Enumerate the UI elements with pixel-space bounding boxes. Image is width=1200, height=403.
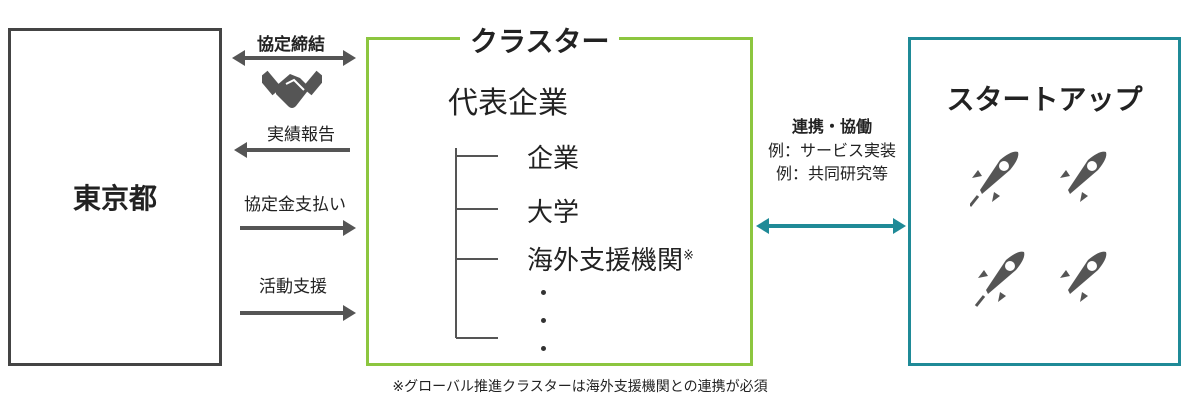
ellipsis-dot <box>541 318 546 323</box>
tokyo-box: 東京都 <box>8 28 222 366</box>
tree-branch <box>456 258 498 260</box>
member-overseas-support: 海外支援機関※ <box>527 246 694 276</box>
cluster-title: クラスター <box>460 20 620 60</box>
rocket-icon <box>1060 251 1107 302</box>
member-company: 企業 <box>527 144 580 174</box>
rocket-icon <box>1060 151 1107 202</box>
footnote: ※グローバル推進クラスターは海外支援機関との連携が必須 <box>392 379 768 395</box>
ellipsis-dot <box>541 290 546 295</box>
payment-arrow <box>240 220 356 236</box>
support-label: 活動支援 <box>259 277 327 297</box>
handshake-icon <box>262 70 322 108</box>
ellipsis-dot <box>541 346 546 351</box>
tree-line <box>455 148 457 338</box>
report-arrow <box>234 142 350 158</box>
agreement-label: 協定締結 <box>257 35 325 55</box>
collab-arrow <box>756 218 906 234</box>
rocket-icon <box>974 251 1025 307</box>
lead-company: 代表企業 <box>448 86 568 121</box>
tree-branch <box>456 337 498 339</box>
tokyo-label: 東京都 <box>72 182 157 215</box>
collab-example: 例：サービス実装 <box>767 141 896 160</box>
payment-label: 協定金支払い <box>244 195 346 215</box>
agreement-arrow <box>232 50 356 66</box>
support-arrow <box>240 305 356 321</box>
collab-title: 連携・協働 <box>791 117 872 136</box>
startup-title: スタートアップ <box>946 83 1143 116</box>
tree-branch <box>456 208 498 210</box>
startup-box <box>908 37 1181 366</box>
tree-branch <box>456 155 498 157</box>
member-university: 大学 <box>527 198 580 228</box>
rocket-icons <box>970 151 1107 307</box>
report-label: 実績報告 <box>267 125 335 145</box>
collab-example: 例：共同研究等 <box>775 164 888 183</box>
rocket-icon <box>970 151 1019 207</box>
